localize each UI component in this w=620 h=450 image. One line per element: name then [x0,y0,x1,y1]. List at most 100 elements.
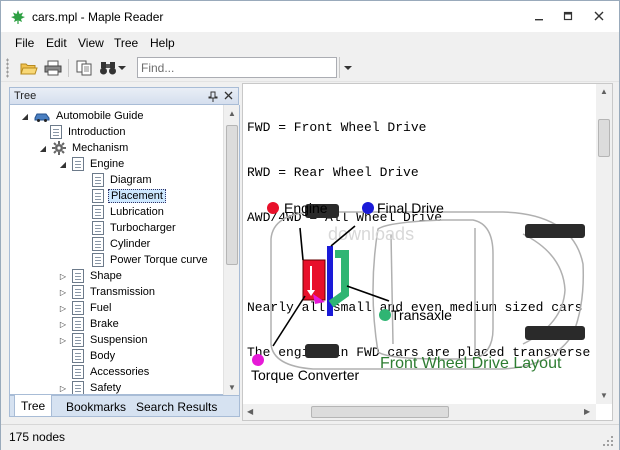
tree-node-label: Power Torque curve [110,254,208,266]
tree-node[interactable]: ▷ Brake [58,316,121,332]
scroll-up-icon[interactable]: ▲ [600,87,608,96]
copy-button[interactable] [73,57,95,79]
expand-arrow-icon[interactable]: ▷ [59,287,67,297]
close-button[interactable] [590,7,608,25]
menu-file[interactable]: File [15,36,35,50]
tree-node-label: Shape [90,270,122,282]
menu-edit[interactable]: Edit [46,36,67,50]
document-icon [72,317,84,331]
document-icon [92,253,104,267]
tree-node[interactable]: ◢ Mechanism [38,140,130,156]
resize-grip-icon[interactable] [603,436,613,446]
document-icon [72,381,84,394]
tree-node-label: Mechanism [72,142,129,154]
tree-node-label: Accessories [90,366,150,378]
engine-dot [267,202,279,214]
scroll-up-icon[interactable]: ▲ [228,109,236,118]
tree-node[interactable]: ▷ Suspension [58,332,150,348]
engine-block [302,259,326,301]
find-options-dropdown[interactable] [117,57,127,79]
collapse-arrow-icon[interactable]: ◢ [21,111,29,121]
menu-tree[interactable]: Tree [114,36,139,50]
binoculars-icon [100,62,116,75]
tree-node[interactable]: ▷ Transmission [58,284,157,300]
content-horizontal-thumb[interactable] [311,406,449,418]
tab-tree[interactable]: Tree [14,395,53,417]
tree-node[interactable]: ◢ Automobile Guide [20,108,145,124]
title-bar[interactable]: cars.mpl - Maple Reader [1,1,619,32]
minimize-button[interactable] [530,7,548,25]
panel-tabs: Tree Bookmarks Search Results [9,395,240,417]
tab-bookmarks[interactable]: Bookmarks [66,400,127,414]
collapse-arrow-icon[interactable]: ◢ [59,159,67,169]
tree-node-label: Lubrication [110,206,164,218]
find-button[interactable] [97,57,119,79]
tree-node[interactable]: Body [72,348,117,364]
tree-node[interactable]: Turbocharger [92,220,178,236]
status-node-count: 175 nodes [9,430,66,444]
content-horizontal-scrollbar[interactable]: ◀ ▶ [243,404,596,420]
document-icon [72,333,84,347]
document-icon [50,125,62,139]
menu-view[interactable]: View [78,36,104,50]
document-view[interactable]: FWD = Front Wheel Drive RWD = Rear Wheel… [242,83,613,421]
document-icon [72,365,84,379]
print-button[interactable] [42,57,64,79]
toolbar-grip[interactable] [6,58,9,78]
chevron-down-icon [344,65,352,70]
car-icon [34,113,50,122]
tab-search-results[interactable]: Search Results [136,400,218,414]
restore-button[interactable] [559,7,577,25]
scroll-right-icon[interactable]: ▶ [584,407,591,416]
document-icon [92,205,104,219]
wheels [305,204,585,358]
toolbar-separator [68,59,69,77]
collapse-arrow-icon[interactable]: ◢ [39,143,47,153]
pin-icon[interactable] [208,91,218,102]
expand-arrow-icon[interactable]: ▷ [59,303,67,313]
document-icon [92,221,104,235]
expand-arrow-icon[interactable]: ▷ [59,383,67,393]
panel-title: Tree [14,90,37,102]
restore-icon [563,11,573,21]
final-drive-dot [362,202,374,214]
scroll-down-icon[interactable]: ▼ [228,383,236,392]
menu-bar: File Edit View Tree Help [1,32,619,54]
tree-node-label: Body [90,350,116,362]
text-line: Nearly all small and even medium sized c… [247,300,583,315]
scroll-down-icon[interactable]: ▼ [600,391,608,400]
tree-node-selected[interactable]: Placement [92,188,166,204]
tree-node[interactable]: Introduction [50,124,127,140]
tree-node[interactable]: ▷ Fuel [58,300,113,316]
tree-node[interactable]: Diagram [92,172,154,188]
tree-node[interactable]: ◢ Engine [58,156,126,172]
content-vertical-thumb[interactable] [598,119,610,157]
find-history-dropdown[interactable] [339,57,356,78]
tree-scroll-thumb[interactable] [226,125,238,265]
document-icon [92,173,104,187]
document-icon [72,301,84,315]
tree-node[interactable]: ▷ Shape [58,268,124,284]
expand-arrow-icon[interactable]: ▷ [59,319,67,329]
watermark: downloads [328,224,414,244]
transaxle-dot [379,309,391,321]
tree-node[interactable]: Power Torque curve [92,252,210,268]
expand-arrow-icon[interactable]: ▷ [59,335,67,345]
open-button[interactable] [18,57,40,79]
close-icon[interactable] [224,91,233,100]
tree-node[interactable]: Cylinder [92,236,152,252]
tree-node[interactable]: Accessories [72,364,151,380]
tree-scrollbar[interactable]: ▲ ▼ [223,105,239,395]
find-input[interactable]: Find... [137,57,337,78]
gear-icon [52,141,66,155]
tree-node[interactable]: Lubrication [92,204,166,220]
tree-node-label: Engine [90,158,125,170]
tree-node[interactable]: ▷ Safety [58,380,123,394]
tree-view[interactable]: ◢ Automobile Guide Introduction ◢ Mechan… [9,105,240,395]
scroll-left-icon[interactable]: ◀ [247,407,254,416]
menu-help[interactable]: Help [150,36,175,50]
content-vertical-scrollbar[interactable]: ▲ ▼ [596,84,612,404]
expand-arrow-icon[interactable]: ▷ [59,271,67,281]
tree-node-label: Safety [90,382,122,394]
transaxle-shape [328,250,349,308]
